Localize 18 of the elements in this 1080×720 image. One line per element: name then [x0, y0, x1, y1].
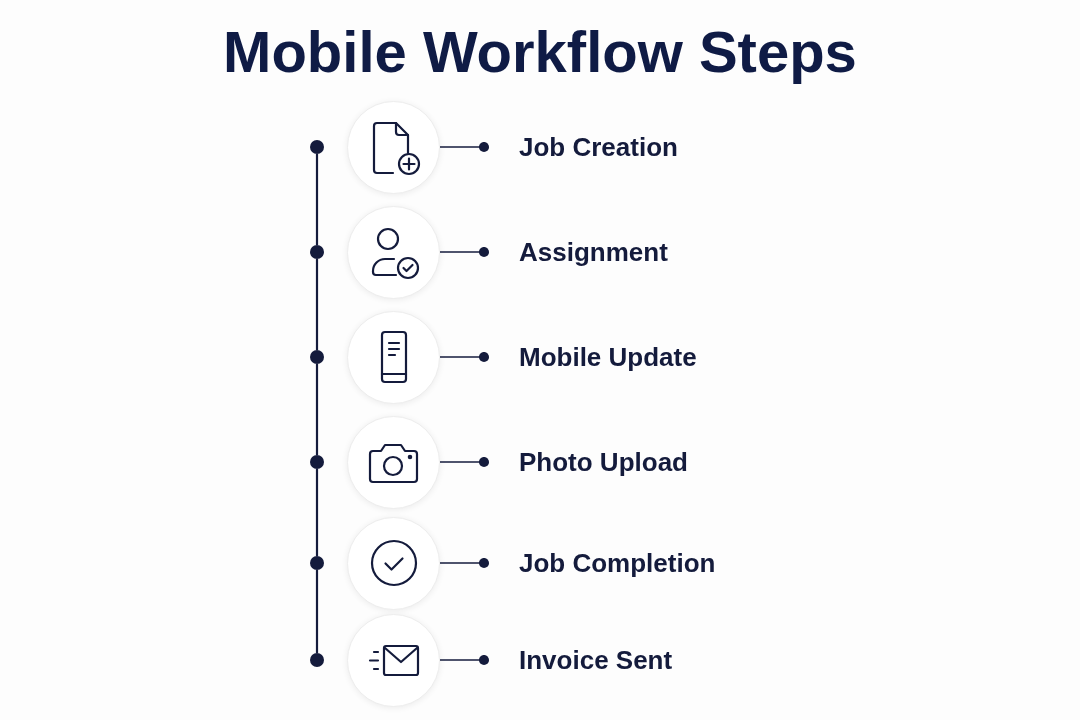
title: Mobile Workflow Steps [223, 18, 857, 86]
timeline-line [315, 364, 319, 455]
step-label: Invoice Sent [519, 642, 673, 678]
timeline-line [315, 259, 319, 350]
step-label: Assignment [519, 234, 668, 270]
connector-line [439, 456, 490, 468]
step-label: Job Completion [519, 545, 716, 581]
timeline-line [315, 469, 319, 556]
connector-line [439, 351, 490, 363]
connector-line [439, 557, 490, 569]
step-label: Job Creation [519, 129, 678, 165]
connector-line [439, 141, 490, 153]
step-label: Photo Upload [519, 444, 688, 480]
timeline-line [315, 154, 319, 245]
connector-line [439, 654, 490, 666]
timeline-line [315, 570, 319, 653]
connector-line [439, 246, 490, 258]
step-label: Mobile Update [519, 339, 697, 375]
